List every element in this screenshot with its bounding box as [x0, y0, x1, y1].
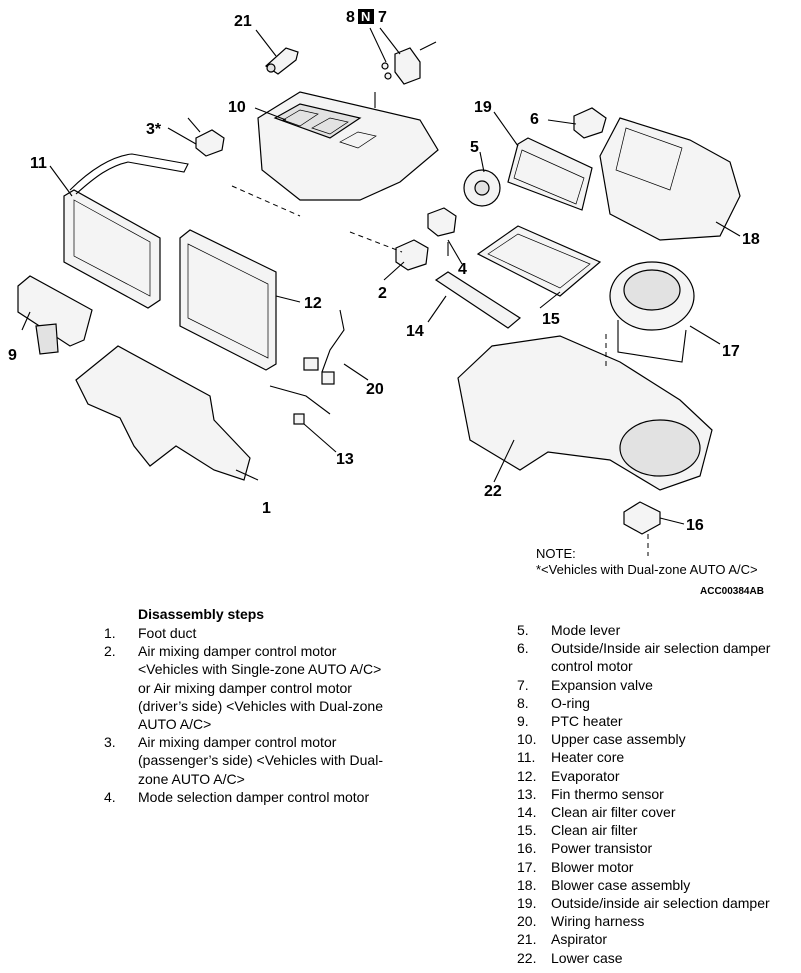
callout-7: 7	[378, 9, 387, 26]
step-item: 21.Aspirator	[517, 931, 608, 948]
disassembly-steps-title: Disassembly steps	[138, 606, 265, 622]
wiring-harness-part	[303, 309, 345, 385]
callout-2: 2	[378, 285, 387, 302]
heater-core-part	[63, 153, 189, 309]
step-item: 16.Power transistor	[517, 840, 653, 857]
o-ring-part	[381, 62, 392, 80]
clean-air-filter-part	[476, 225, 602, 297]
power-transistor-part	[623, 501, 661, 556]
step-item: 3.Air mixing damper control motor (passe…	[104, 734, 383, 787]
note-text: *<Vehicles with Dual-zone AUTO A/C>	[536, 562, 758, 577]
ptc-heater-part	[17, 275, 93, 355]
clean-air-filter-cover-part	[434, 271, 522, 329]
callout-22: 22	[484, 483, 502, 500]
n-badge-box	[358, 9, 374, 24]
callout-8: 8	[346, 9, 355, 26]
expansion-valve-part	[394, 41, 437, 85]
callout-10: 10	[228, 99, 246, 116]
mode-selection-motor-part	[427, 207, 457, 256]
step-item: 18.Blower case assembly	[517, 876, 691, 893]
step-item: 7.Expansion valve	[517, 676, 653, 693]
foot-duct-part	[75, 345, 251, 481]
step-item: 9.PTC heater	[517, 713, 623, 730]
mode-lever-part	[463, 169, 501, 207]
step-item: 12.Evaporator	[517, 767, 620, 784]
callout-16: 16	[686, 517, 704, 534]
callout-17: 17	[722, 343, 740, 360]
step-item: 6.Outside/Inside air selection damper co…	[517, 640, 771, 675]
step-item: 13.Fin thermo sensor	[517, 785, 664, 802]
step-item: 11.Heater core	[517, 749, 625, 766]
damper-motor-passenger-part	[187, 117, 225, 157]
callout-4: 4	[458, 261, 467, 278]
blower-motor-part	[609, 261, 695, 363]
callout-15: 15	[542, 311, 560, 328]
exploded-view-diagram: 21 8 N 7 10 3* 11 12 9 1 2 4 5 19 6 18 1…	[8, 9, 764, 597]
disassembly-steps-left: 1.Foot duct 2.Air mixing damper control …	[104, 624, 394, 806]
figure-code: ACC00384AB	[700, 586, 764, 597]
step-item: 17.Blower motor	[517, 858, 634, 875]
callout-11: 11	[30, 155, 47, 172]
callout-18: 18	[742, 231, 760, 248]
step-item: 10.Upper case assembly	[517, 731, 686, 748]
callout-14: 14	[406, 323, 424, 340]
callout-9: 9	[8, 347, 17, 364]
step-item: 19.Outside/inside air selection damper	[517, 895, 770, 912]
callout-1: 1	[262, 500, 271, 517]
callout-3: 3*	[146, 121, 162, 138]
callout-19: 19	[474, 99, 492, 116]
callout-20: 20	[366, 381, 384, 398]
step-item: 22.Lower case	[517, 949, 623, 966]
step-item: 15.Clean air filter	[517, 822, 638, 839]
note-heading: NOTE:	[536, 546, 576, 561]
lower-case-part	[457, 335, 713, 491]
callout-6: 6	[530, 111, 539, 128]
callout-13: 13	[336, 451, 354, 468]
step-item: 14.Clean air filter cover	[517, 804, 676, 821]
step-item: 5.Mode lever	[517, 622, 621, 638]
air-selection-motor-part	[573, 107, 607, 139]
step-item: 4.Mode selection damper control motor	[104, 788, 370, 805]
step-item: 2.Air mixing damper control motor <Vehic…	[104, 643, 383, 733]
aspirator-part	[265, 47, 299, 75]
step-item: 20.Wiring harness	[517, 913, 645, 930]
callout-21: 21	[234, 13, 252, 30]
callout-5: 5	[470, 139, 479, 156]
blower-case-assembly-part	[599, 117, 741, 241]
air-selection-damper-part	[507, 137, 593, 211]
step-item: 1.Foot duct	[104, 625, 197, 641]
fin-thermo-sensor-part	[269, 385, 331, 425]
evaporator-part	[179, 229, 277, 371]
upper-case-assembly-part	[257, 91, 439, 201]
step-item: 8.O-ring	[517, 694, 590, 711]
disassembly-steps-right: 5.Mode lever 6.Outside/Inside air select…	[517, 621, 801, 967]
n-badge: N	[361, 9, 370, 24]
callout-12: 12	[304, 295, 322, 312]
